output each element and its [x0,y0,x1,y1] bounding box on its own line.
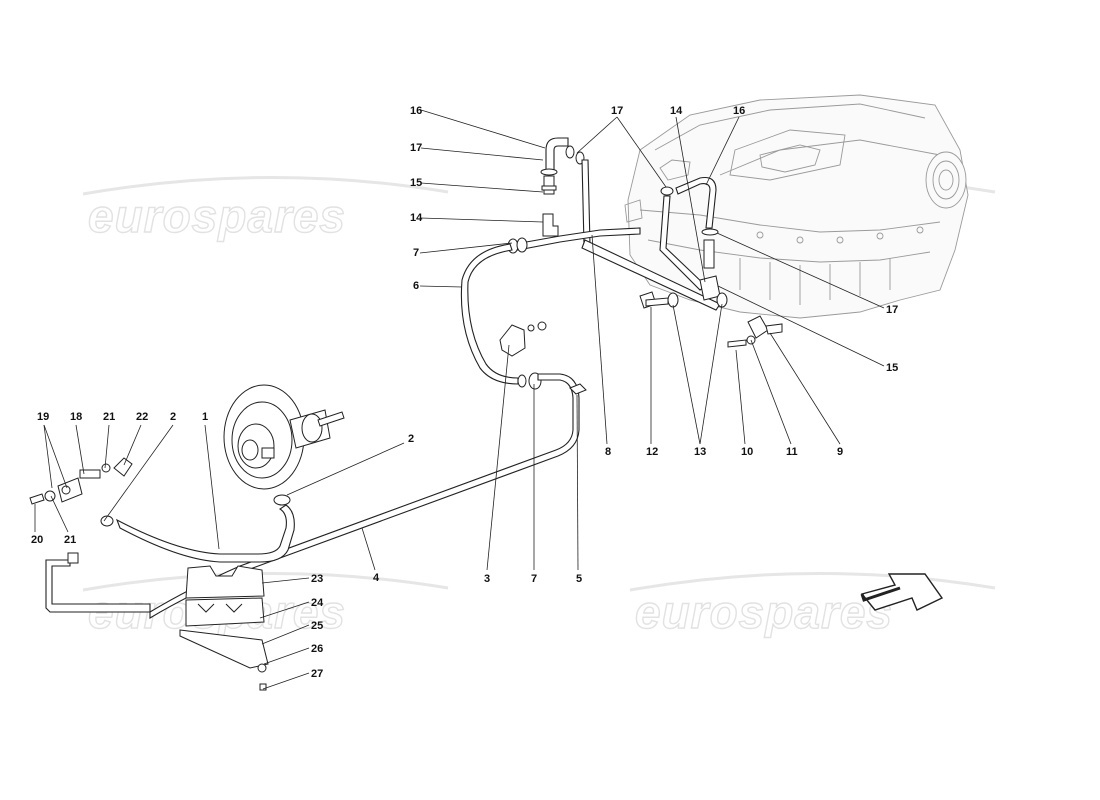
callout-24: 24 [311,597,324,609]
callout-2: 2 [170,411,176,423]
callout-2: 2 [408,433,414,445]
callout-21: 21 [64,534,76,546]
callout-17: 17 [886,304,898,316]
leader-line-17 [420,147,544,161]
leader-line-10 [735,349,746,445]
callout-7: 7 [413,247,419,259]
watermark-swoosh [82,572,449,592]
callout-12: 12 [646,446,658,458]
leader-line-6 [419,285,463,288]
callout-10: 10 [741,446,753,458]
leader-line-17 [616,116,667,188]
leader-line-19 [43,424,68,489]
callout-7: 7 [531,573,537,585]
watermark-swoosh [82,176,449,196]
leader-line-3 [486,344,510,571]
callout-26: 26 [311,643,323,655]
left-fittings [29,457,133,505]
callout-8: 8 [605,446,611,458]
callout-14: 14 [670,105,683,117]
callout-23: 23 [311,573,323,585]
callout-9: 9 [837,446,843,458]
leader-line-15 [717,285,885,367]
callout-4: 4 [373,572,380,584]
leader-line-2 [286,442,405,496]
callout-20: 20 [31,534,43,546]
support-brackets [179,565,269,691]
leader-line-8 [591,234,608,445]
watermark-swoosh [629,572,996,592]
leader-line-16 [705,116,740,186]
leader-line-1 [204,424,220,550]
callout-19: 19 [37,411,49,423]
callout-13: 13 [694,446,706,458]
leader-line-18 [75,424,85,475]
watermark-text: eurospares [635,586,893,638]
leader-line-16 [420,109,546,149]
leader-line-23 [261,577,310,584]
callout-17: 17 [611,105,623,117]
callout-25: 25 [311,620,323,632]
leader-line-11 [750,339,792,445]
leader-lines [34,109,885,690]
leader-line-24 [259,601,310,619]
callout-5: 5 [576,573,582,585]
callout-17: 17 [410,142,422,154]
leader-line-21 [50,495,69,533]
callout-1: 1 [202,411,208,423]
callout-18: 18 [70,411,82,423]
leader-line-17 [716,232,885,309]
leader-line-9 [769,332,841,445]
direction-arrow [860,573,944,611]
leader-line-7 [419,242,513,254]
callout-16: 16 [410,105,422,117]
brake-servo [100,384,345,563]
callout-22: 22 [136,411,148,423]
callout-21: 21 [103,411,115,423]
upper-hose-network [460,137,783,390]
callout-11: 11 [786,446,798,458]
leader-line-13 [699,303,723,445]
callout-6: 6 [413,280,419,292]
leader-line-21 [104,424,110,469]
callout-14: 14 [410,212,423,224]
callout-3: 3 [484,573,490,585]
callout-15: 15 [886,362,898,374]
leader-line-26 [263,647,310,665]
leader-line-25 [261,624,310,645]
leader-line-14 [420,217,544,223]
leader-line-2 [103,424,174,522]
leader-line-14 [675,116,706,283]
leader-line-22 [123,424,142,466]
leader-line-5 [576,394,579,571]
callout-16: 16 [733,105,745,117]
watermark-text: eurospares [88,190,346,242]
leader-line-17 [576,116,618,154]
callout-27: 27 [311,668,323,680]
leader-line-15 [420,182,544,193]
leader-line-13 [672,304,701,445]
leader-line-27 [262,672,310,690]
leader-line-19 [43,424,53,489]
callout-15: 15 [410,177,422,189]
leader-line-4 [361,527,376,571]
